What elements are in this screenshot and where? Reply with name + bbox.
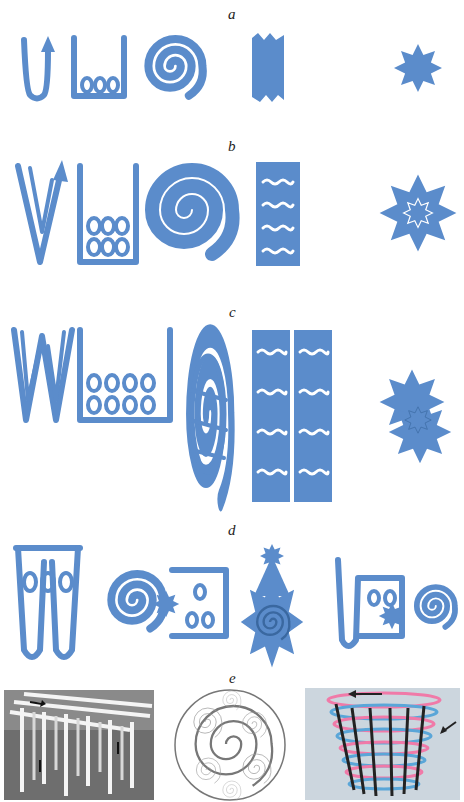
spiral-meander-shape bbox=[111, 570, 226, 636]
ribbon-hairpin-shape bbox=[18, 160, 68, 262]
nested-spiral-drawing bbox=[175, 690, 285, 800]
row-label: b bbox=[228, 138, 236, 154]
coil-render bbox=[305, 688, 460, 800]
meander-shape bbox=[74, 38, 124, 96]
spiral-shape bbox=[152, 170, 233, 254]
slit-strip-shape bbox=[256, 162, 300, 266]
double-hairpin-shape bbox=[14, 330, 72, 420]
layered-star-shape bbox=[380, 370, 452, 464]
hairpin-shape bbox=[24, 36, 55, 99]
meander-shape bbox=[80, 330, 170, 420]
row-label: d bbox=[228, 522, 236, 538]
star-shape bbox=[394, 44, 442, 92]
micrograph-photo bbox=[4, 690, 154, 800]
row-label: c bbox=[229, 304, 236, 320]
row-label: a bbox=[228, 6, 236, 22]
spiral-shape bbox=[148, 39, 202, 96]
coil-shape bbox=[189, 336, 231, 500]
looped-double-hairpin-shape bbox=[16, 548, 80, 657]
row-label: e bbox=[229, 670, 236, 686]
meander-spiral-shape bbox=[338, 560, 455, 646]
star-spiral-shape bbox=[241, 544, 303, 668]
burst-star-shape bbox=[380, 175, 457, 252]
meander-shape bbox=[80, 166, 136, 262]
strip-shape bbox=[252, 33, 284, 102]
double-slit-strip-shape bbox=[252, 330, 332, 502]
